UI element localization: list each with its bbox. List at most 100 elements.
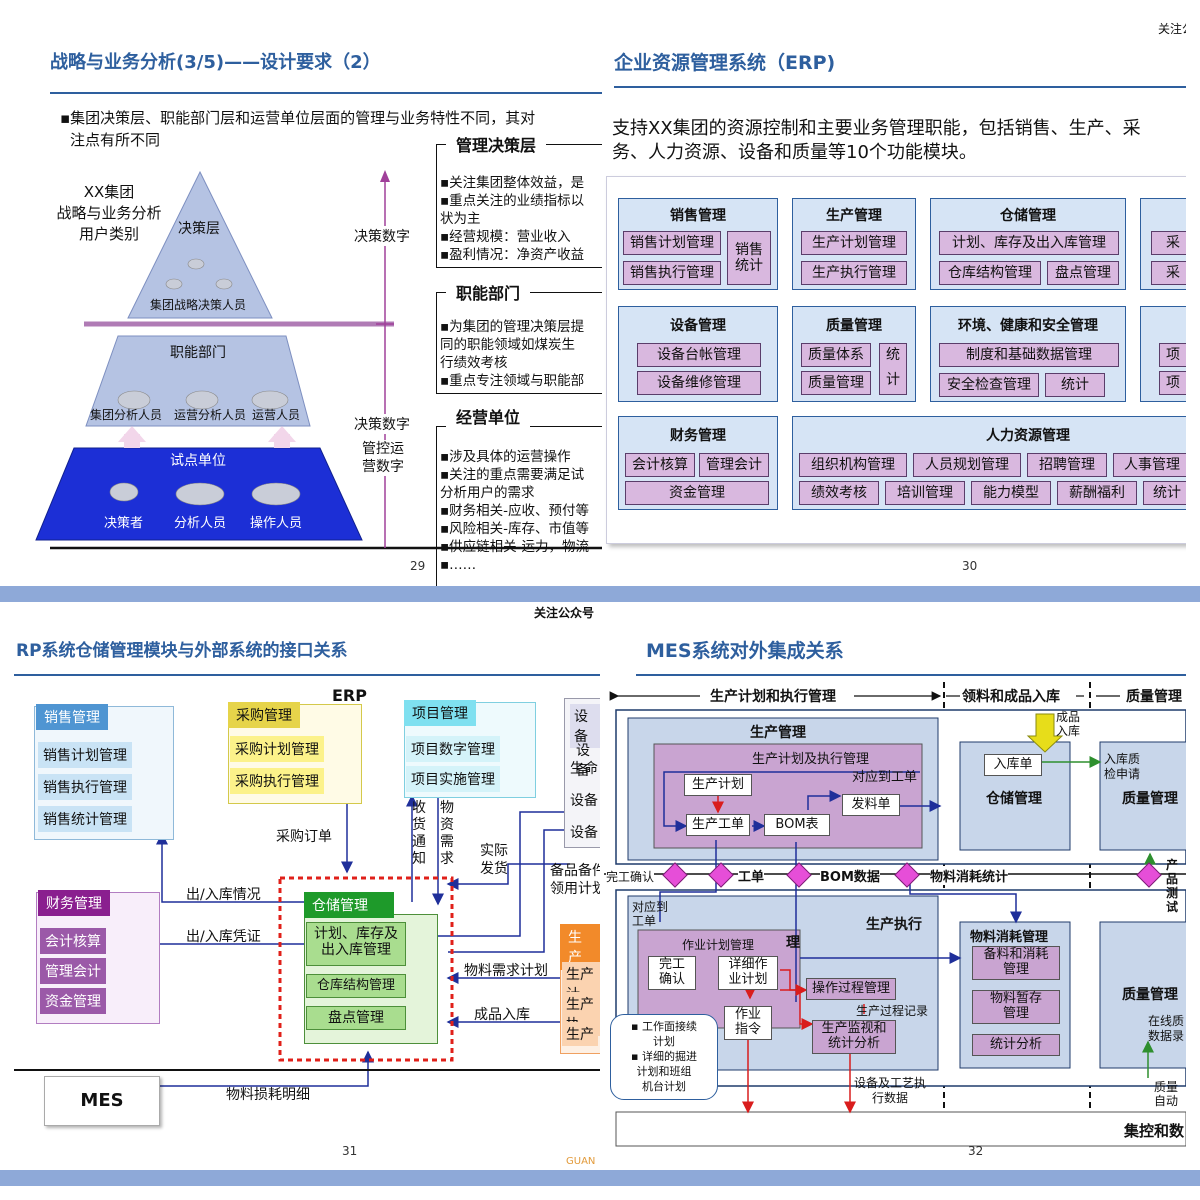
section-title: 职能部门 bbox=[446, 280, 531, 304]
line: 数据录 bbox=[1148, 1029, 1185, 1043]
line: 业计划 bbox=[728, 971, 768, 987]
char: 需 bbox=[440, 834, 454, 850]
bullet: ▪重点专注领域与职能部 bbox=[440, 373, 585, 389]
module-item: 销售执行管理 bbox=[623, 261, 721, 285]
module-production: 生产管理 生产计划管理 生产执行管理 bbox=[792, 198, 916, 290]
module-item: 培训管理 bbox=[885, 481, 965, 505]
bullet: 分析用户的需求 bbox=[440, 485, 535, 501]
section-bullets: ▪涉及具体的运营操作 ▪关注的重点需要满足试 分析用户的需求 ▪财务相关-应收、… bbox=[440, 448, 589, 574]
flow-label: 成品入库 bbox=[474, 1007, 530, 1023]
line: 在线质 bbox=[1148, 1014, 1185, 1028]
module-item: 盘点管理 bbox=[1047, 261, 1119, 285]
bullet: ▪供应链相关-运力，物流 bbox=[440, 539, 590, 555]
job-plan-tail: 理 bbox=[786, 935, 800, 951]
module-item: 统计 bbox=[1143, 481, 1186, 505]
sales-title: 销售管理 bbox=[36, 704, 108, 730]
line: 管理 bbox=[1002, 1005, 1029, 1021]
exec-label: 生产执行 bbox=[866, 917, 922, 933]
to-workorder-label: 对应到工单 bbox=[852, 770, 918, 785]
section-bullets: ▪为集团的管理决策层提 同的职能领域如煤炭生 行绩效考核 ▪重点专注领域与职能部 bbox=[440, 318, 584, 390]
warehouse-title: 仓储管理 bbox=[304, 892, 394, 918]
caption-line: 用户类别 bbox=[78, 225, 139, 243]
corner-text: 关注公 bbox=[1158, 22, 1186, 36]
sales-item: 销售执行管理 bbox=[38, 774, 132, 800]
title-underline bbox=[614, 86, 1186, 88]
bullet: 行绩效考核 bbox=[440, 355, 508, 371]
module-ehs: 环境、健康和安全管理 制度和基础数据管理 安全检查管理 统计 bbox=[930, 306, 1126, 402]
line: 作业 bbox=[734, 1007, 761, 1022]
bullet: 同的职能领域如煤炭生 bbox=[440, 337, 575, 353]
plan-exec-label: 生产计划及执行管理 bbox=[752, 752, 870, 767]
warehouse-item: 计划、库存及出入库管理 bbox=[306, 922, 406, 966]
issue-doc: 发料单 bbox=[842, 794, 900, 816]
flow-label-vertical: 收 货 通 知 bbox=[412, 800, 428, 868]
line: 检申请 bbox=[1104, 767, 1141, 781]
module-item: 质量体系 bbox=[801, 343, 871, 367]
warehouse-item: 盘点管理 bbox=[306, 1006, 406, 1030]
module-item: 制度和基础数据管理 bbox=[939, 343, 1119, 367]
module-item: 设备维修管理 bbox=[637, 371, 761, 395]
line: 入库 bbox=[1056, 724, 1081, 738]
char: 资 bbox=[440, 817, 454, 833]
prep-box: 备料和消耗 管理 bbox=[972, 946, 1060, 980]
module-item: 采 bbox=[1151, 231, 1186, 255]
module-item: 能力模型 bbox=[971, 481, 1051, 505]
project-title: 项目管理 bbox=[404, 700, 476, 726]
quality-bottom-label: 质量管理 bbox=[1122, 987, 1178, 1003]
module-item: 招聘管理 bbox=[1027, 453, 1107, 477]
slide-title: MES系统对外集成关系 bbox=[646, 640, 844, 662]
line: 工单 bbox=[632, 914, 657, 928]
bullet: ▪重点关注的业绩指标以 bbox=[440, 193, 585, 209]
level-bottom-user: 操作人员 bbox=[250, 516, 303, 531]
line: ▪ 工作面接续 bbox=[631, 1020, 697, 1033]
production-item: 生产 bbox=[562, 1022, 598, 1046]
temp-box: 物料暂存 管理 bbox=[972, 990, 1060, 1024]
bullet: ▪关注的重点需要满足试 bbox=[440, 467, 585, 483]
equipment-item: 设备 bbox=[570, 793, 598, 809]
line: 详细作 bbox=[728, 957, 768, 972]
bullet: ▪风险相关-库存、市值等 bbox=[440, 521, 590, 537]
module-item: 项 bbox=[1159, 343, 1186, 367]
slide-divider-band bbox=[0, 586, 1200, 602]
line: ▪ 详细的掘进 bbox=[631, 1050, 697, 1063]
finance-title: 财务管理 bbox=[38, 890, 110, 916]
level-mid-user: 运营分析人员 bbox=[174, 408, 247, 422]
line: 领用计划 bbox=[550, 881, 600, 897]
module-item: 销售统计 bbox=[727, 231, 771, 285]
module-item: 仓库结构管理 bbox=[939, 261, 1041, 285]
plan-doc: 生产计划 bbox=[684, 774, 752, 796]
section-bullets: ▪关注集团整体效益，是 ▪重点关注的业绩指标以 状为主 ▪经营规模：营业收入 ▪… bbox=[440, 174, 584, 264]
line: 备品备件 bbox=[550, 863, 600, 879]
level-mid-user: 集团分析人员 bbox=[90, 408, 163, 422]
line: 自动 bbox=[1154, 1094, 1179, 1108]
line: 发货 bbox=[480, 861, 508, 877]
line: 成品 bbox=[1056, 710, 1081, 724]
caption-line: XX集团 bbox=[83, 183, 135, 201]
warehouse-item: 仓库结构管理 bbox=[306, 974, 406, 998]
level-bottom-user: 分析人员 bbox=[174, 516, 227, 531]
module-item: 设备台帐管理 bbox=[637, 343, 761, 367]
sales-item: 销售计划管理 bbox=[38, 742, 132, 768]
finance-item: 会计核算 bbox=[40, 928, 106, 954]
band-header: 质量管理 bbox=[1126, 689, 1182, 705]
module-item: 绩效考核 bbox=[799, 481, 879, 505]
char: 物 bbox=[440, 800, 454, 816]
module-item: 会计核算 bbox=[625, 453, 695, 477]
monitor-box: 生产监视和 统计分析 bbox=[812, 1020, 896, 1054]
axis-label-mid: 决策数字 bbox=[354, 414, 410, 434]
title-underline bbox=[636, 674, 1186, 676]
module-equipment: 设备管理 设备台帐管理 设备维修管理 bbox=[618, 306, 778, 402]
stats-box: 统计分析 bbox=[972, 1034, 1060, 1056]
product-test-label: 产品 测试 bbox=[1166, 858, 1186, 914]
equipment-item: 生命 bbox=[570, 761, 598, 777]
module-hr: 人力资源管理 组织机构管理 人员规划管理 招聘管理 人事管理 绩效考核 培训管理… bbox=[792, 416, 1186, 510]
level-mid-user: 运营人员 bbox=[252, 408, 301, 422]
mes-label: MES bbox=[80, 1090, 124, 1111]
title-underline bbox=[50, 92, 602, 94]
line: 设备及工艺执 bbox=[854, 1076, 927, 1090]
bullet: 状为主 bbox=[440, 211, 481, 227]
detailed-plan-doc: 详细作 业计划 bbox=[718, 956, 778, 990]
module-sales: 销售管理 销售计划管理 销售执行管理 销售统计 bbox=[618, 198, 778, 290]
line: 产品 bbox=[1166, 858, 1179, 886]
slide-title: RP系统仓储管理模块与外部系统的接口关系 bbox=[16, 641, 348, 661]
